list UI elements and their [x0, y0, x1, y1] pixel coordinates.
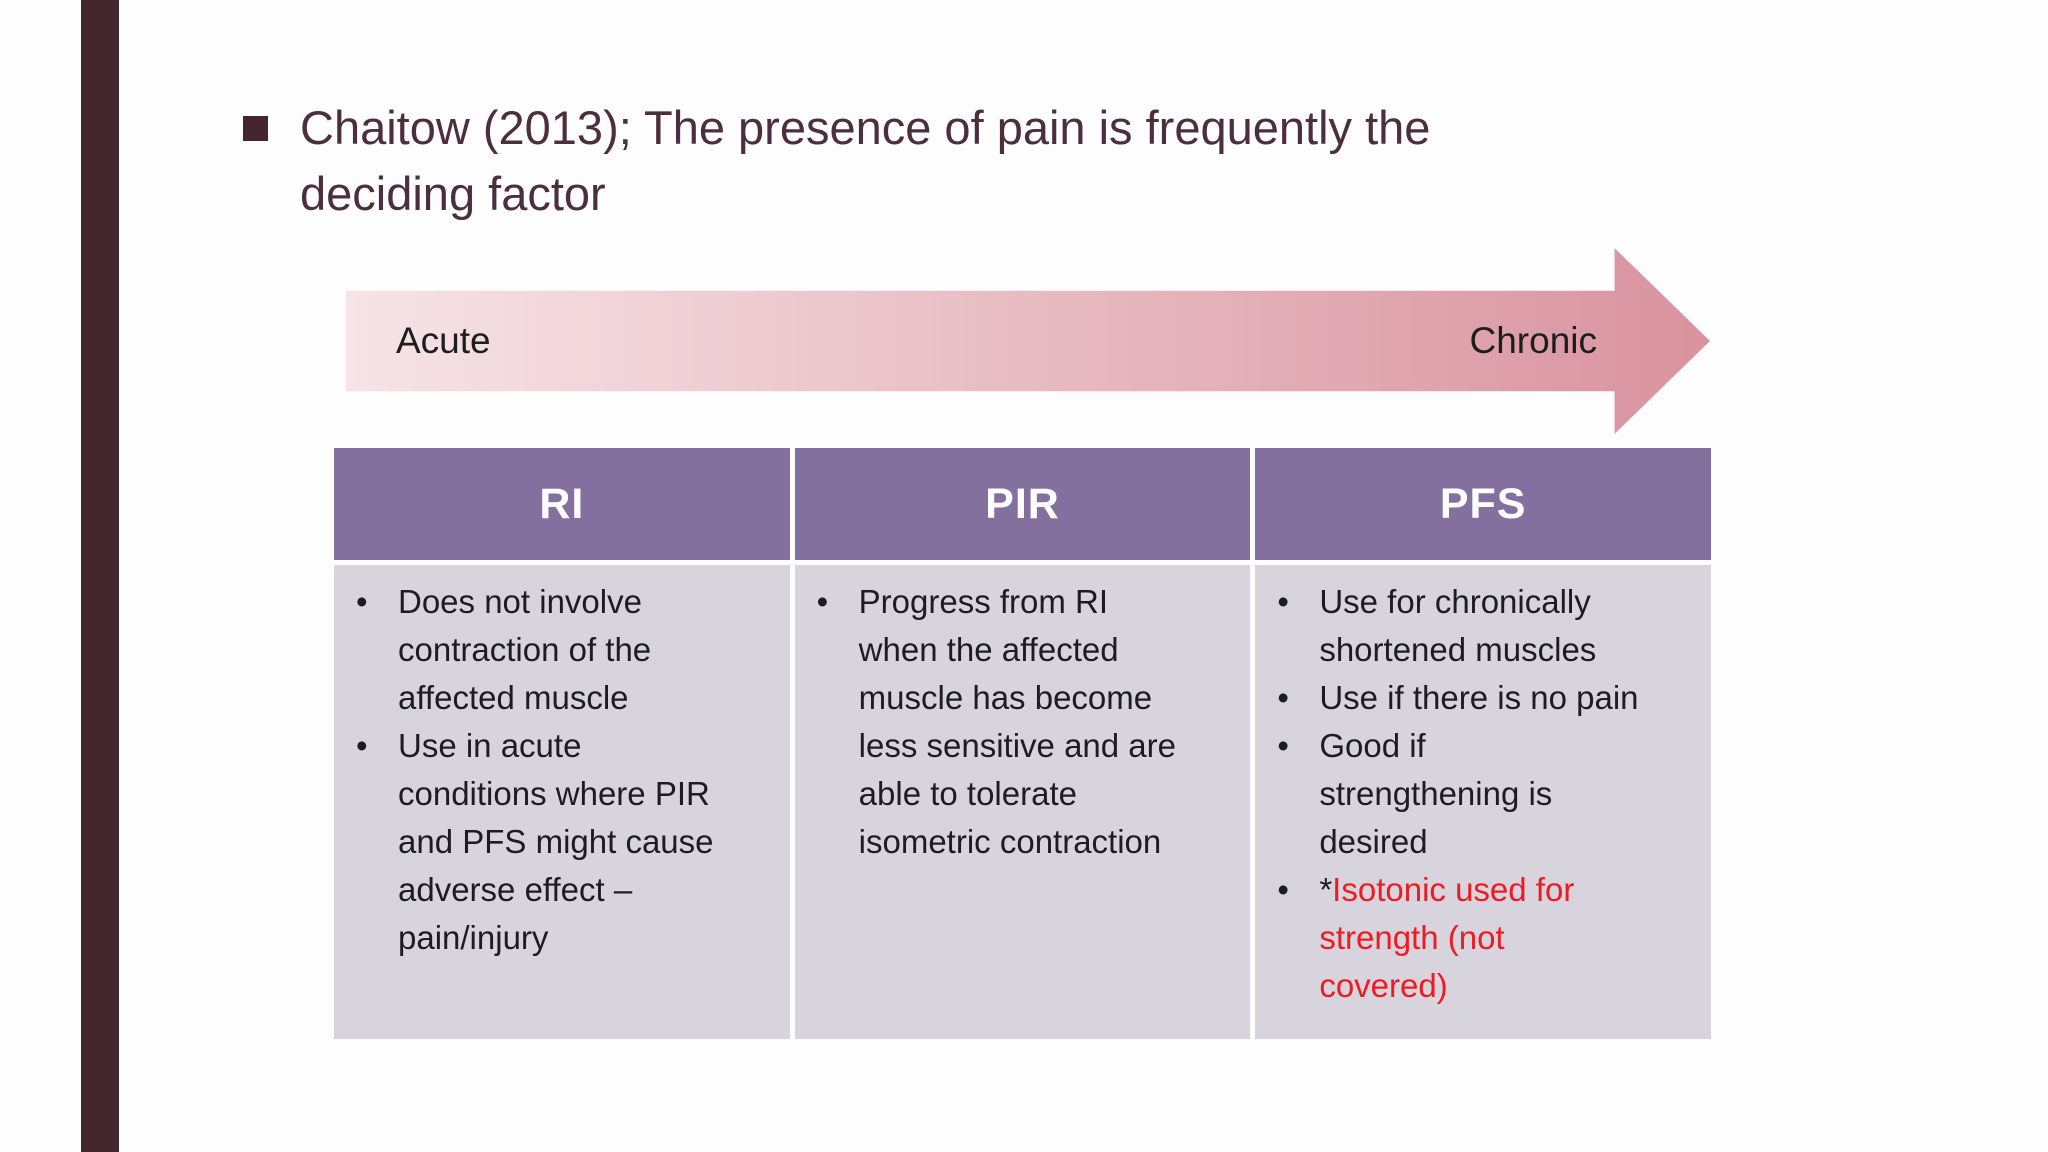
acute-chronic-arrow: Acute Chronic: [346, 248, 1710, 434]
bullet-icon: •: [1277, 727, 1289, 764]
list-item-text: Progress from RI when the affected muscl…: [858, 583, 1176, 860]
table-header-ri: RI: [334, 448, 790, 560]
list-item-text: Use if there is no pain: [1319, 679, 1639, 716]
list-item: • Progress from RI when the affected mus…: [795, 578, 1243, 866]
list-item: • Use in acute conditions where PIR and …: [334, 722, 782, 962]
table-cell-pir: • Progress from RI when the affected mus…: [794, 565, 1251, 1039]
bullet-icon: •: [1277, 679, 1289, 716]
table-header-pfs: PFS: [1255, 448, 1711, 560]
list-item: • *Isotonic used for strength (not cover…: [1255, 866, 1703, 1010]
title-bullet-square-icon: [243, 116, 268, 141]
bullet-icon: •: [356, 727, 368, 764]
left-accent-bar: [81, 0, 119, 1152]
bullet-list: • Progress from RI when the affected mus…: [795, 578, 1243, 866]
list-item-text: Does not involve contraction of the affe…: [398, 583, 652, 716]
bullet-icon: •: [1277, 583, 1289, 620]
bullet-list: • Use for chronically shortened muscles …: [1255, 578, 1703, 1010]
table-header-pir: PIR: [794, 448, 1251, 560]
list-item-text: Use for chronically shortened muscles: [1319, 583, 1597, 668]
list-item: • Use if there is no pain: [1255, 674, 1703, 722]
list-item: • Use for chronically shortened muscles: [1255, 578, 1703, 674]
list-item: • Does not involve contraction of the af…: [334, 578, 782, 722]
list-item-text: *Isotonic used for strength (not covered…: [1319, 866, 1703, 1010]
table-cell-ri: • Does not involve contraction of the af…: [334, 565, 790, 1039]
arrow-label-chronic: Chronic: [1469, 320, 1598, 361]
bullet-icon: •: [1277, 871, 1289, 908]
slide-title: Chaitow (2013); The presence of pain is …: [300, 101, 1431, 220]
comparison-table: RI PIR PFS • Does not involve contractio…: [334, 448, 1711, 1039]
list-item-text: Use in acute conditions where PIR and PF…: [398, 727, 714, 956]
list-item: • Good if strengthening is desired: [1255, 722, 1703, 866]
table-cell-pfs: • Use for chronically shortened muscles …: [1255, 565, 1711, 1039]
title-block: Chaitow (2013); The presence of pain is …: [243, 95, 1673, 227]
bullet-icon: •: [816, 583, 829, 620]
bullet-list: • Does not involve contraction of the af…: [334, 578, 782, 962]
arrow-label-acute: Acute: [396, 320, 491, 361]
list-item-text: Good if strengthening is desired: [1319, 727, 1553, 860]
bullet-icon: •: [356, 583, 368, 620]
asterisk-prefix: *: [1319, 871, 1333, 908]
highlight-text: Isotonic used for strength (not covered): [1319, 871, 1575, 1004]
